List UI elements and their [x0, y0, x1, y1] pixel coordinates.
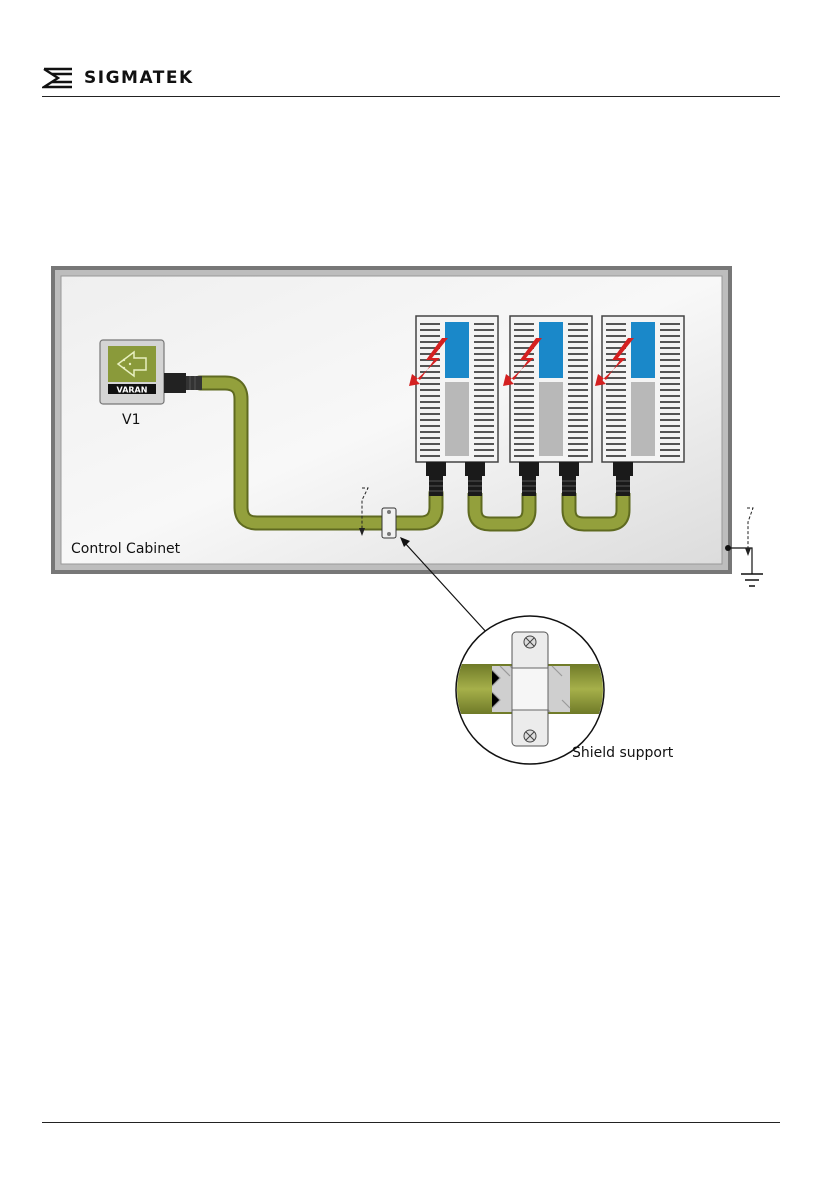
- module-2: [503, 316, 592, 462]
- varan-badge: VARAN: [117, 386, 148, 395]
- cabinet-label: Control Cabinet: [71, 541, 181, 557]
- device-label-v1: V1: [122, 412, 140, 428]
- shield-support-label: Shield support: [572, 745, 674, 761]
- io-modules: [409, 316, 684, 462]
- screw-bottom-icon: [524, 730, 536, 742]
- module-1: [409, 316, 498, 462]
- screw-top-icon: [524, 636, 536, 648]
- footer-rule: [42, 1122, 780, 1123]
- shield-support-detail: [440, 616, 620, 764]
- module-3: [595, 316, 684, 462]
